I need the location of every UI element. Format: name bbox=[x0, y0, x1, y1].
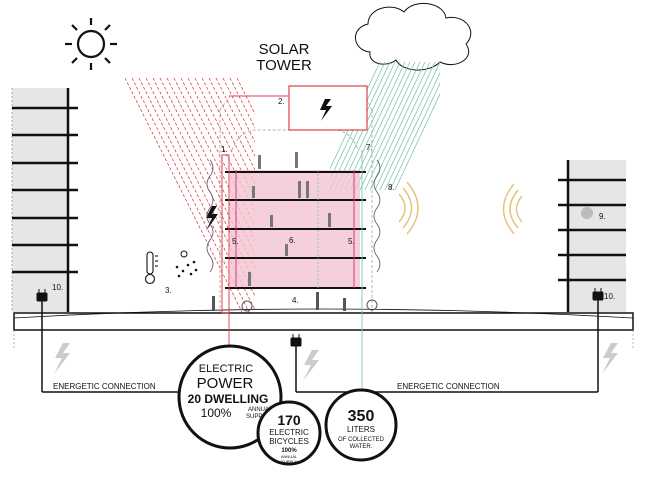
marker-10-left: 10. bbox=[52, 283, 63, 292]
power-line3: 20 DWELLING bbox=[188, 392, 269, 406]
marker-10-right: 10. bbox=[604, 292, 615, 301]
ground-slab bbox=[13, 308, 634, 350]
connection-label-left: ENERGETIC CONNECTION bbox=[53, 382, 156, 391]
sun-icon bbox=[65, 18, 117, 70]
title-line1: SOLAR bbox=[259, 41, 310, 58]
marker-1: 1. bbox=[221, 145, 228, 154]
facade-vine-right bbox=[373, 159, 381, 273]
plug-icon bbox=[290, 334, 302, 347]
bicycles-line1: ELECTRIC bbox=[269, 428, 309, 437]
tower-facade bbox=[225, 152, 366, 290]
tower-outline bbox=[219, 95, 373, 312]
residents-icons bbox=[248, 152, 331, 286]
bicycles-sub2: SUPPLY bbox=[281, 459, 297, 464]
cloud-icon bbox=[355, 3, 472, 71]
ground-lightning-icons bbox=[54, 343, 618, 381]
marker-4: 4. bbox=[292, 296, 299, 305]
marker-5-right: 5. bbox=[348, 237, 355, 246]
bicycles-stat-circle: 170 ELECTRIC BICYCLES 100% ANNUAL SUPPLY bbox=[256, 400, 322, 466]
power-sub1: ANNUAL bbox=[248, 407, 273, 413]
marker-6: 6. bbox=[289, 236, 296, 245]
marker-8: 8. bbox=[388, 183, 395, 192]
water-stat-circle: 350 LITERS OF COLLECTED WATER. bbox=[324, 388, 398, 462]
water-line1: LITERS bbox=[347, 425, 375, 434]
power-line1: ELECTRIC bbox=[199, 363, 253, 375]
power-line2: POWER bbox=[197, 375, 254, 392]
power-sub2: SUPPLY bbox=[246, 414, 269, 420]
power-stat-circle: ELECTRIC POWER 20 DWELLING 100% ANNUAL S… bbox=[177, 344, 283, 450]
page-title: SOLAR TOWER bbox=[256, 41, 312, 74]
marker-9: 9. bbox=[599, 212, 606, 221]
lightning-icon bbox=[206, 206, 218, 231]
wifi-wave-icon bbox=[502, 183, 523, 235]
marker-3: 3. bbox=[165, 286, 172, 295]
water-line2: OF COLLECTED bbox=[338, 437, 385, 443]
lightning-icon bbox=[320, 99, 332, 121]
ground-people bbox=[212, 292, 378, 312]
energy-storage-box bbox=[288, 85, 368, 131]
power-percent: 100% bbox=[201, 406, 232, 420]
bicycles-number: 170 bbox=[277, 412, 301, 428]
right-building bbox=[558, 160, 626, 312]
title-line2: TOWER bbox=[256, 57, 312, 74]
bicycles-sub1: ANNUAL bbox=[281, 454, 298, 459]
facade-vine-left bbox=[206, 159, 214, 273]
wifi-wave-icon bbox=[398, 181, 419, 235]
bicycles-percent: 100% bbox=[281, 448, 297, 454]
left-building bbox=[11, 88, 78, 312]
marker-2: 2. bbox=[278, 97, 285, 106]
energetic-connection-lines bbox=[41, 296, 599, 393]
connection-label-right: ENERGETIC CONNECTION bbox=[397, 382, 500, 391]
water-number: 350 bbox=[348, 408, 375, 425]
marker-5-left: 5. bbox=[232, 237, 239, 246]
marker-7: 7. bbox=[366, 143, 373, 152]
plug-icon bbox=[36, 289, 48, 302]
water-line3: WATER. bbox=[350, 444, 373, 450]
equipment-icon bbox=[581, 207, 593, 219]
thermometer-icon bbox=[144, 251, 158, 285]
plug-icon bbox=[592, 288, 604, 301]
air-particles bbox=[175, 250, 198, 278]
bicycles-line2: BICYCLES bbox=[269, 437, 309, 446]
